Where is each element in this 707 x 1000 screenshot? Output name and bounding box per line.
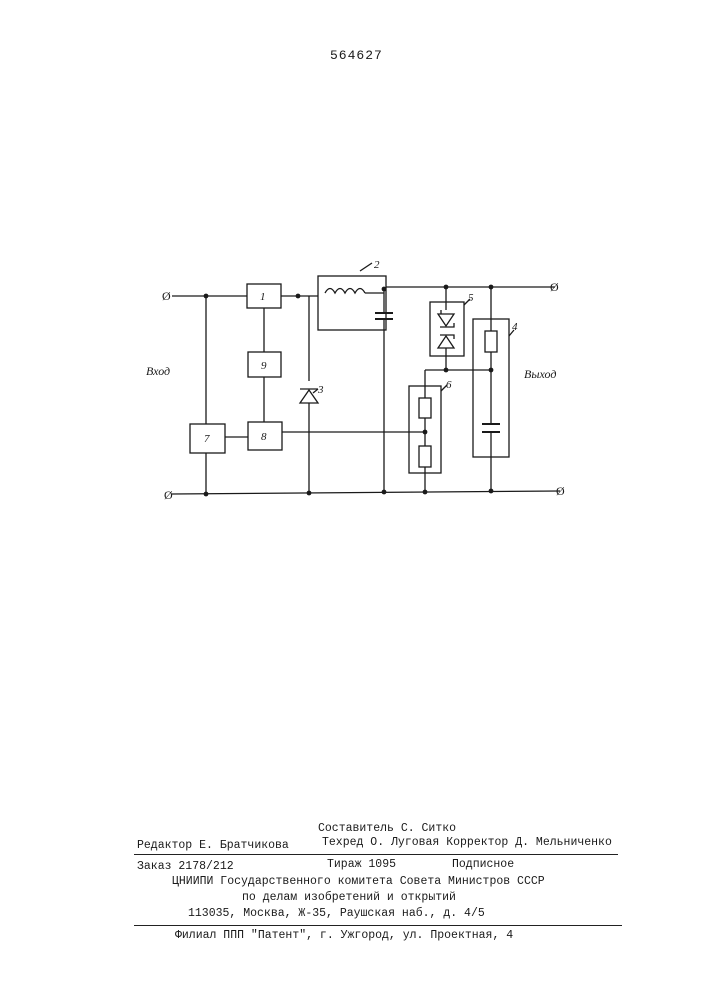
bottom-rail (172, 491, 560, 494)
label-3: 3 (317, 384, 324, 396)
label-1: 1 (260, 291, 266, 303)
label-7: 7 (204, 433, 210, 445)
block-2 (318, 276, 386, 330)
label-9: 9 (261, 360, 267, 372)
zener-upper (438, 314, 454, 326)
divider-bottom (134, 925, 622, 926)
label-8: 8 (261, 431, 267, 443)
subscription: Подписное (452, 858, 514, 871)
terminal-in-top: Ø (162, 289, 171, 303)
resistor-6b (419, 446, 431, 467)
output-label: Выход (524, 367, 556, 381)
terminal-out-bottom: Ø (556, 484, 565, 498)
resistor-6a (419, 398, 431, 418)
terminal-out-top: Ø (550, 280, 559, 294)
circulation: Тираж 1095 (327, 858, 396, 871)
input-label: Вход (146, 364, 170, 378)
techred-corrector-line: Техред О. Луговая Корректор Д. Мельничен… (322, 836, 612, 849)
resistor-4 (485, 331, 497, 352)
institute-line: ЦНИИПИ Государственного комитета Совета … (172, 875, 545, 888)
editor-line: Редактор Е. Братчикова (137, 839, 289, 852)
compiler-line: Составитель С. Ситко (318, 822, 456, 835)
zener-lower (438, 336, 454, 348)
label-2: 2 (374, 259, 380, 271)
branch-line: Филиал ППП "Патент", г. Ужгород, ул. Про… (175, 929, 513, 942)
address-line: 113035, Москва, Ж-35, Раушская наб., д. … (188, 907, 485, 920)
order-number: Заказ 2178/212 (137, 860, 234, 873)
divider-top (134, 854, 618, 855)
label-6: 6 (446, 379, 452, 391)
inductor-coil (325, 289, 365, 294)
terminal-in-bottom: Ø (164, 488, 173, 502)
label-4: 4 (512, 321, 518, 333)
department-line: по делам изобретений и открытий (242, 891, 456, 904)
label-5: 5 (468, 292, 474, 304)
